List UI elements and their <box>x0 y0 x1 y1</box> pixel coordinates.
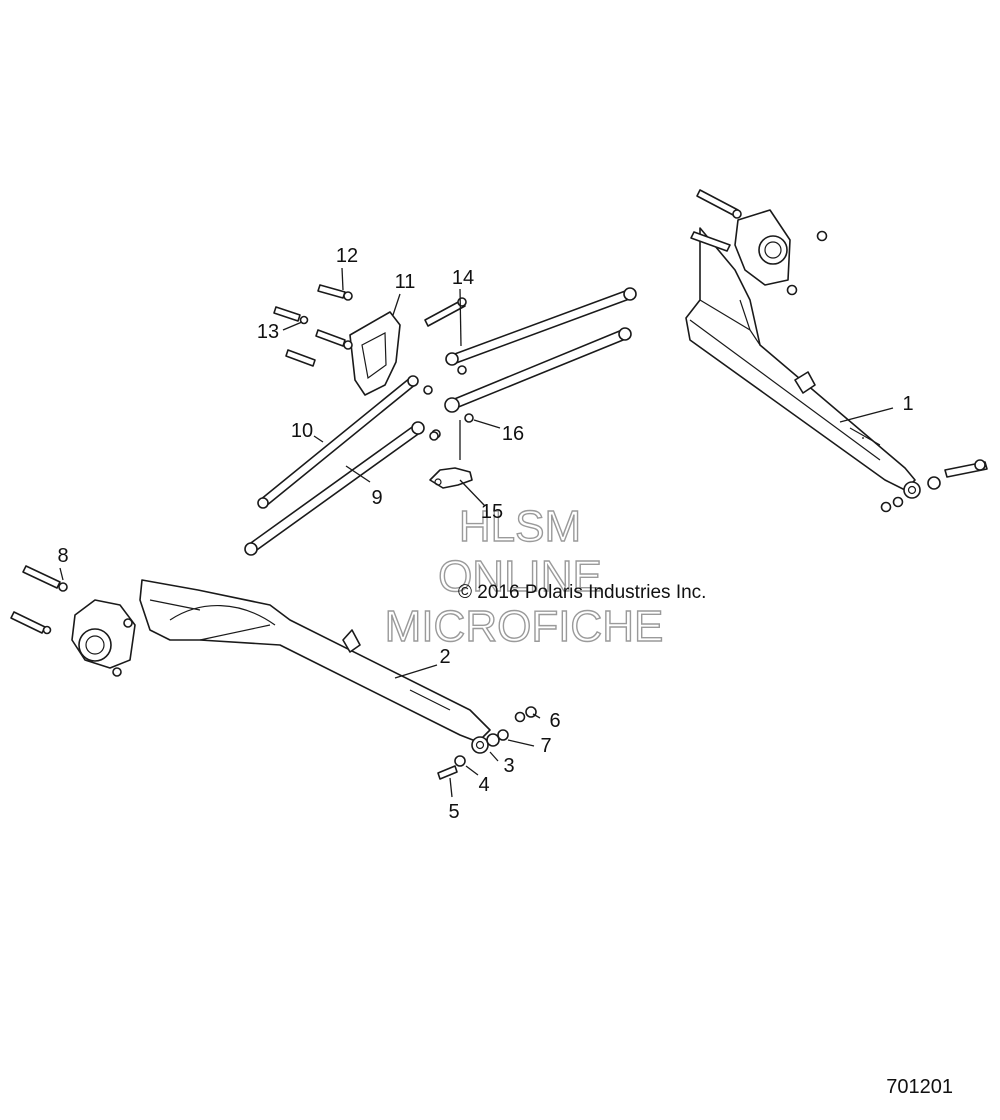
callout-7: 7 <box>540 735 551 757</box>
watermark: HLSM ONLINE MICROFICHE <box>384 501 664 651</box>
callout-15: 15 <box>481 501 503 523</box>
mounting-bracket <box>273 284 401 396</box>
watermark-line-3: MICROFICHE <box>385 602 664 651</box>
callout-3: 3 <box>503 755 514 777</box>
radius-rod-lower-right <box>444 327 632 413</box>
radius-rod-10 <box>257 375 433 509</box>
callout-16: 16 <box>502 423 524 445</box>
callout-5: 5 <box>448 801 459 823</box>
bearing-carrier-left <box>10 565 136 677</box>
callout-11: 11 <box>395 271 416 293</box>
radius-rod-upper-right <box>445 287 637 375</box>
figure-number: 701201 <box>886 1076 953 1098</box>
trailing-arm-left <box>139 579 537 780</box>
clip-15 <box>429 467 473 489</box>
callout-4: 4 <box>478 774 489 796</box>
watermark-line-2: ONLINE <box>438 552 602 601</box>
bearing-carrier-right <box>690 189 828 296</box>
callout-2: 2 <box>439 646 450 668</box>
callout-10: 10 <box>291 420 313 442</box>
callout-6: 6 <box>549 710 560 732</box>
nut-16 <box>464 413 474 423</box>
watermark-line-1: HLSM <box>459 502 581 551</box>
nut-small <box>429 431 439 441</box>
callout-12: 12 <box>336 245 358 267</box>
leader-lines <box>59 267 894 798</box>
callout-1: 1 <box>902 393 913 415</box>
callout-13: 13 <box>257 321 279 343</box>
callout-9: 9 <box>371 487 382 509</box>
callout-8: 8 <box>57 545 68 567</box>
trailing-arm-right <box>685 227 988 513</box>
copyright-notice: © 2016 Polaris Industries Inc. <box>458 582 706 603</box>
callout-14: 14 <box>452 267 474 289</box>
callouts: 1 2 3 4 5 6 7 8 9 10 11 12 13 14 15 16 <box>57 245 913 823</box>
